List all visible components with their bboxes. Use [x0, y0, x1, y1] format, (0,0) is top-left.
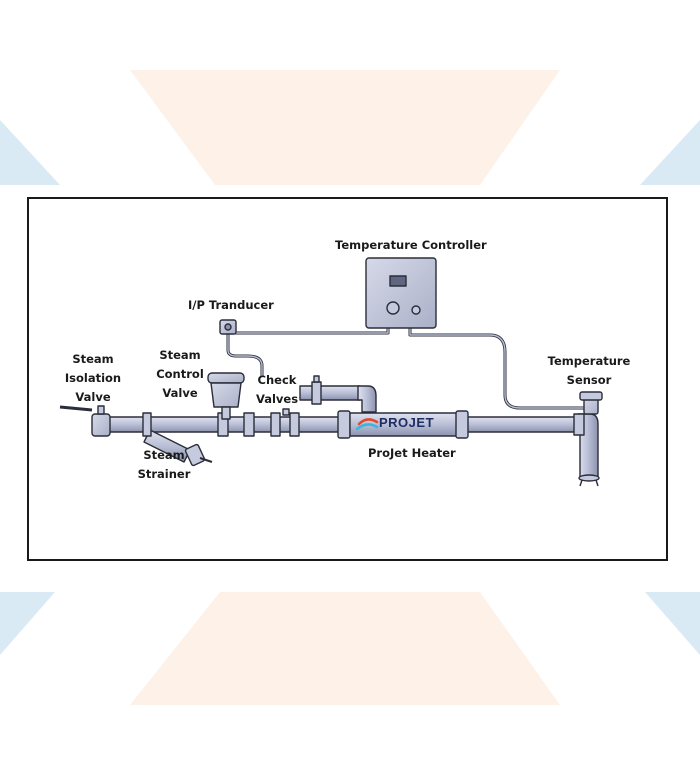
- projet-heater-body: [337, 410, 469, 439]
- air-line: [226, 333, 264, 376]
- label-steam-isolation-valve: Steam Isolation Valve: [64, 352, 122, 404]
- label-temperature-controller: Temperature Controller: [335, 238, 487, 252]
- label-check-valves: Check Valves: [255, 373, 299, 406]
- main-pipe-right: [464, 416, 581, 433]
- projet-brand-text: PROJET: [379, 415, 435, 430]
- projet-logo-icon: [355, 418, 379, 431]
- steam-strainer: [142, 412, 213, 467]
- steam-control-valve: [207, 372, 255, 437]
- temperature-sensor: [579, 391, 603, 415]
- lcd-display-icon: [389, 275, 407, 287]
- signal-cable: [233, 328, 390, 335]
- ip-transducer: [219, 319, 237, 335]
- diagram-frame: [27, 197, 668, 561]
- label-steam-strainer: Steam Strainer: [137, 448, 191, 481]
- label-temperature-sensor: Temperature Sensor: [547, 354, 631, 387]
- label-ip-transducer: I/P Tranducer: [188, 298, 274, 312]
- steam-isolation-valve: [59, 405, 111, 437]
- label-projet-heater: ProJet Heater: [368, 446, 456, 460]
- dial-icon: [386, 301, 400, 315]
- label-steam-control-valve: Steam Control Valve: [156, 348, 204, 400]
- temperature-controller: [365, 257, 437, 329]
- check-valves: [270, 375, 377, 437]
